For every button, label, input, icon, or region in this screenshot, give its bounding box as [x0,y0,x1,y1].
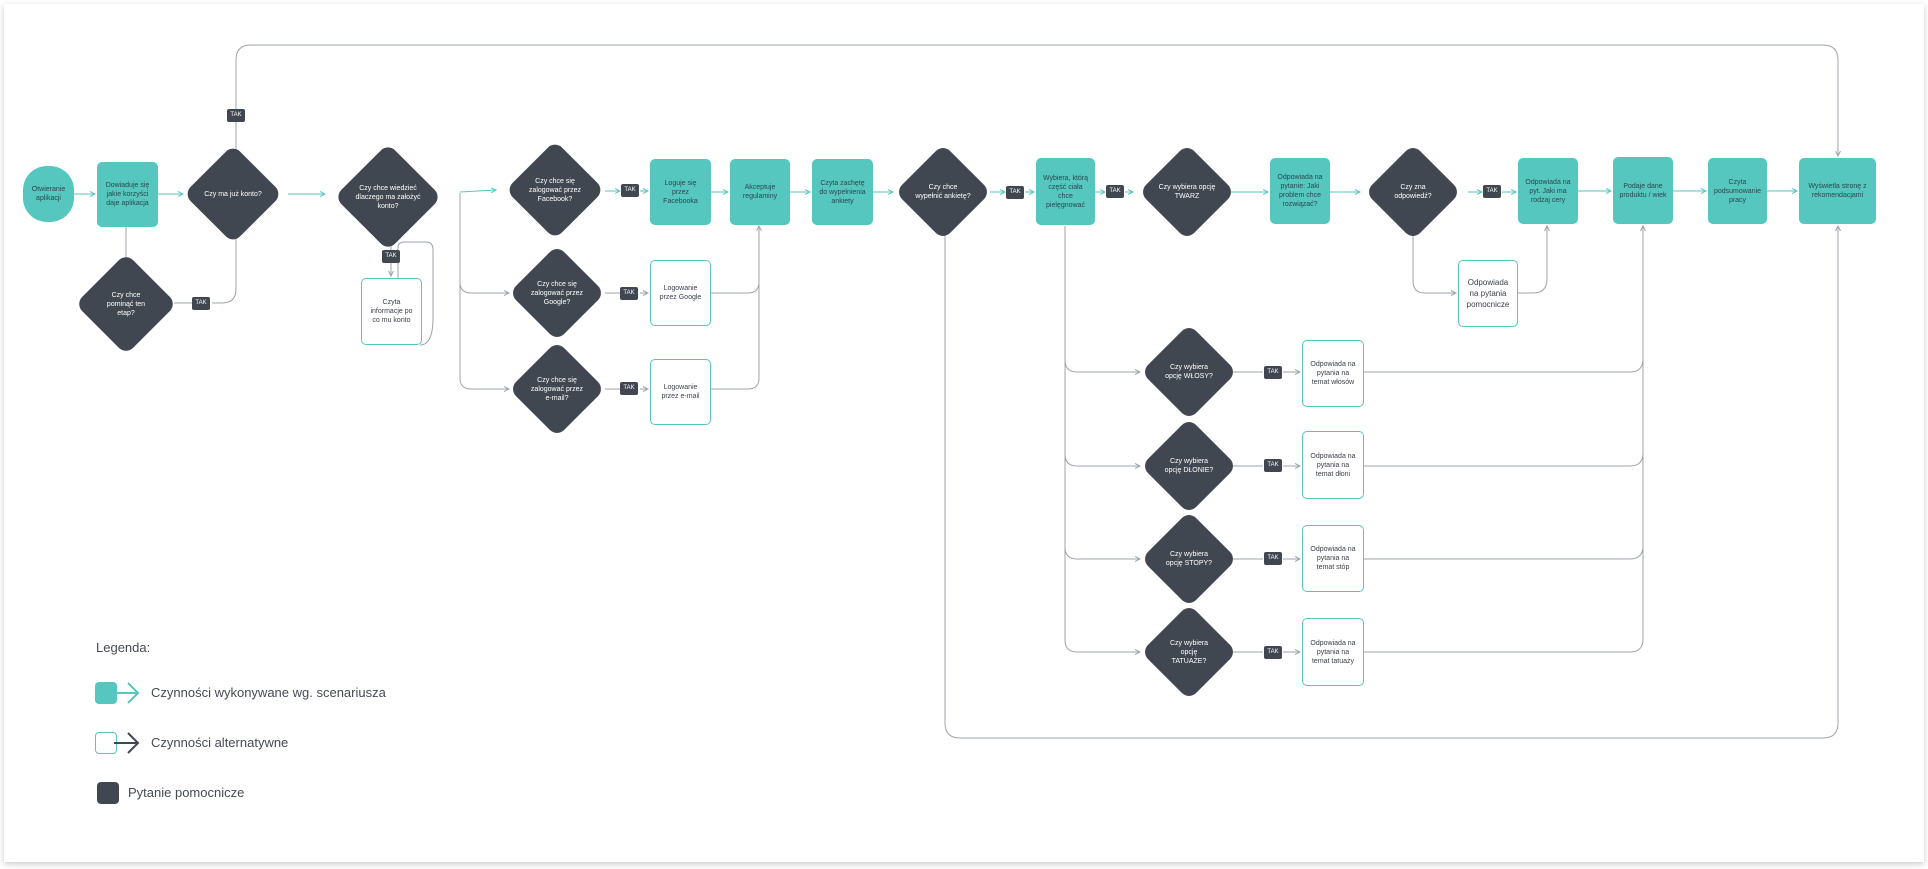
node-reads-summary: Czyta podsumowanie pracy [1708,158,1767,224]
node-start: Otwieranie aplikacji [23,166,74,222]
node-login-fb: Loguje się przez Facebooka [650,159,711,225]
tak-tag: TAK [382,250,400,263]
node-start-label: Otwieranie aplikacji [31,186,66,202]
diamond-face-label: Czy wybiera opcję TWARZ [1158,184,1216,200]
tak-tag: TAK [621,184,639,197]
diamond-hair-label: Czy wybiera opcję WŁOSY? [1165,364,1213,380]
legend-question-text: Pytanie pomocnicze [128,785,245,800]
node-reads-info-label: Czyta informacje po co mu konto [370,299,413,324]
tak-tag: TAK [620,287,638,300]
node-login-google: Logowanie przez Google [650,260,711,326]
node-reads-info: Czyta informacje po co mu konto [361,278,422,345]
tak-tag: TAK [620,382,638,395]
edge-why-fb [459,190,496,192]
node-shows-recs: Wyświetla stronę z rekomendacjami [1799,158,1876,224]
node-answer-skin-type-label: Odpowiada na pyt. Jaki ma rodzaj cery [1525,178,1571,204]
node-shows-recs-label: Wyświetla stronę z rekomendacjami [1808,183,1867,199]
node-reads-invite: Czyta zachętę do wypełnienia ankiety [812,159,873,225]
tak-tag: TAK [1006,186,1024,199]
node-answer-helper-label: Odpowiada na pytania pomocnicze [1466,278,1510,309]
node-answer-hair: Odpowiada na pytania na temat włosów [1302,340,1364,407]
node-answer-feet-label: Odpowiada na pytania na temat stóp [1310,546,1356,571]
legend-scenario-arrow [114,682,140,704]
diamond-google-label: Czy chce się zalogować przez Google? [530,280,584,306]
diamond-skip-label: Czy chce pominąć ten etap? [106,291,146,317]
node-gives-details: Podaje dane produktu / wiek [1613,157,1673,224]
legend-title: Legenda: [96,640,151,655]
tak-tag: TAK [1264,646,1282,659]
tak-tag: TAK [1483,185,1501,198]
node-intro-label: Dowiaduje się jakie korzyści daje aplika… [105,182,150,207]
legend-scenario-text: Czynności wykonywane wg. scenariusza [151,685,386,700]
diamond-survey-label: Czy chce wypełnić ankietę? [915,184,971,200]
diagram-canvas [4,4,1924,862]
tak-tag: TAK [1264,366,1282,379]
node-choose-part-label: Wybiera, którą część ciała chce pielęgno… [1042,174,1089,209]
legend-question-swatch [97,782,119,804]
tak-tag: TAK [1106,185,1124,198]
diamond-facebook-label: Czy chce się zalogować przez Facebook? [528,177,582,203]
node-answer-tattoo: Odpowiada na pytania na temat tatuaży [1302,618,1364,686]
node-answer-hands: Odpowiada na pytania na temat dłoni [1302,431,1364,499]
diamond-account-label: Czy ma już konto? [204,190,262,198]
node-answer-hands-label: Odpowiada na pytania na temat dłoni [1310,452,1356,478]
diamond-knows-label: Czy zna odpowiedź? [1394,184,1432,200]
node-answer-feet: Odpowiada na pytania na temat stóp [1302,525,1364,592]
node-answer-skin-type: Odpowiada na pyt. Jaki ma rodzaj cery [1518,158,1578,224]
node-login-email-label: Logowanie przez e-mail [661,384,700,400]
node-intro: Dowiaduje się jakie korzyści daje aplika… [97,162,158,227]
diamond-why-label: Czy chce wiedzieć dlaczego ma założyć ko… [355,184,421,210]
node-login-email: Logowanie przez e-mail [650,359,711,425]
diamond-email-label: Czy chce się zalogować przez e-mail? [530,376,584,402]
node-login-fb-label: Loguje się przez Facebooka [663,179,698,205]
tak-tag: TAK [1264,552,1282,565]
node-answer-tattoo-label: Odpowiada na pytania na temat tatuaży [1310,639,1356,665]
legend-alt-text: Czynności alternatywne [151,735,289,750]
diamond-feet-label: Czy wybiera opcję STOPY? [1165,551,1213,567]
node-answer-skin: Odpowiada na pytanie: Jaki problem chce … [1270,158,1330,224]
tak-tag: TAK [227,109,245,122]
node-reads-invite-label: Czyta zachętę do wypełnienia ankiety [819,179,866,205]
node-gives-details-label: Podaje dane produktu / wiek [1619,182,1667,199]
node-accept-rules: Akceptuje regulaminy [730,159,790,225]
legend-alt-arrow [114,732,140,754]
legend-scenario-swatch [95,682,117,704]
diamond-tattoo-label: Czy wybiera opcję TATUAŻE? [1169,639,1209,665]
node-reads-summary-label: Czyta podsumowanie pracy [1713,178,1762,204]
node-accept-rules-label: Akceptuje regulaminy [742,184,778,200]
tak-tag: TAK [1264,459,1282,472]
node-login-google-label: Logowanie przez Google [659,285,702,301]
node-answer-helper: Odpowiada na pytania pomocnicze [1458,260,1518,327]
tak-tag: TAK [192,297,210,310]
diamond-hands-label: Czy wybiera opcję DŁONIE? [1164,458,1214,474]
node-answer-hair-label: Odpowiada na pytania na temat włosów [1310,361,1356,386]
node-choose-part: Wybiera, którą część ciała chce pielęgno… [1036,158,1095,225]
node-answer-skin-label: Odpowiada na pytanie: Jaki problem chce … [1277,174,1323,208]
